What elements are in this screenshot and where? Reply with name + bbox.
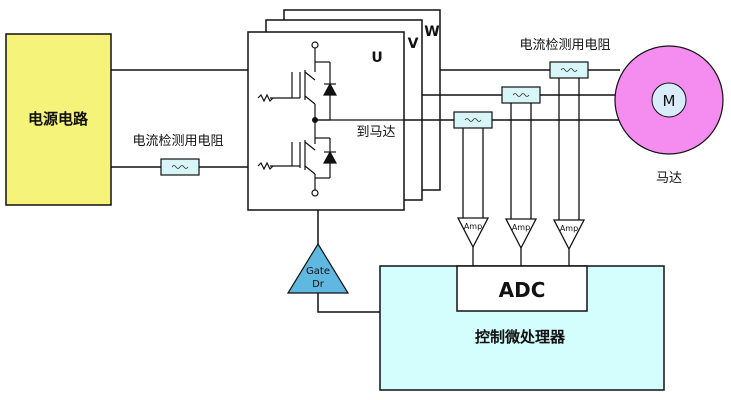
amp-triangle-3 (552, 219, 586, 251)
motor-hub (651, 82, 687, 118)
phase-w-label: W (424, 24, 439, 40)
resistor-squiggle-icon (560, 68, 578, 72)
phase-v-label: V (408, 36, 419, 52)
amp-label-1: Amp (464, 222, 482, 231)
resistor-squiggle-icon (171, 165, 189, 169)
shunt-label-top: 电流检测用电阻 (519, 38, 610, 53)
amp-output-leads (472, 247, 570, 266)
motor-label: 马达 (656, 171, 682, 186)
igbt-half-bridge (257, 41, 404, 197)
gate-wire-to-mcu (317, 293, 380, 313)
motor-symbol: M (663, 92, 676, 110)
amp-label-3: Amp (560, 224, 578, 233)
sense-leads (462, 78, 580, 220)
adc-label: ADC (499, 278, 546, 302)
resistor-squiggle-icon (464, 118, 482, 122)
resistor-squiggle-icon (512, 93, 530, 97)
shunt-label-left: 电流检测用电阻 (132, 134, 223, 149)
gate-driver-line1: Gate (306, 266, 330, 277)
to-motor-label: 到马达 (356, 125, 395, 140)
phase-u-label: U (371, 50, 382, 66)
gate-driver-line2: Dr (312, 279, 325, 290)
output-node (312, 117, 318, 123)
power-block-label: 电源电路 (28, 110, 89, 128)
mcu-label: 控制微处理器 (475, 328, 566, 346)
power-block (5, 33, 112, 206)
amp-triangle-1 (456, 217, 490, 249)
amp-label-2: Amp (512, 223, 530, 232)
amp-triangle-2 (504, 218, 538, 250)
adc-block (456, 265, 588, 312)
